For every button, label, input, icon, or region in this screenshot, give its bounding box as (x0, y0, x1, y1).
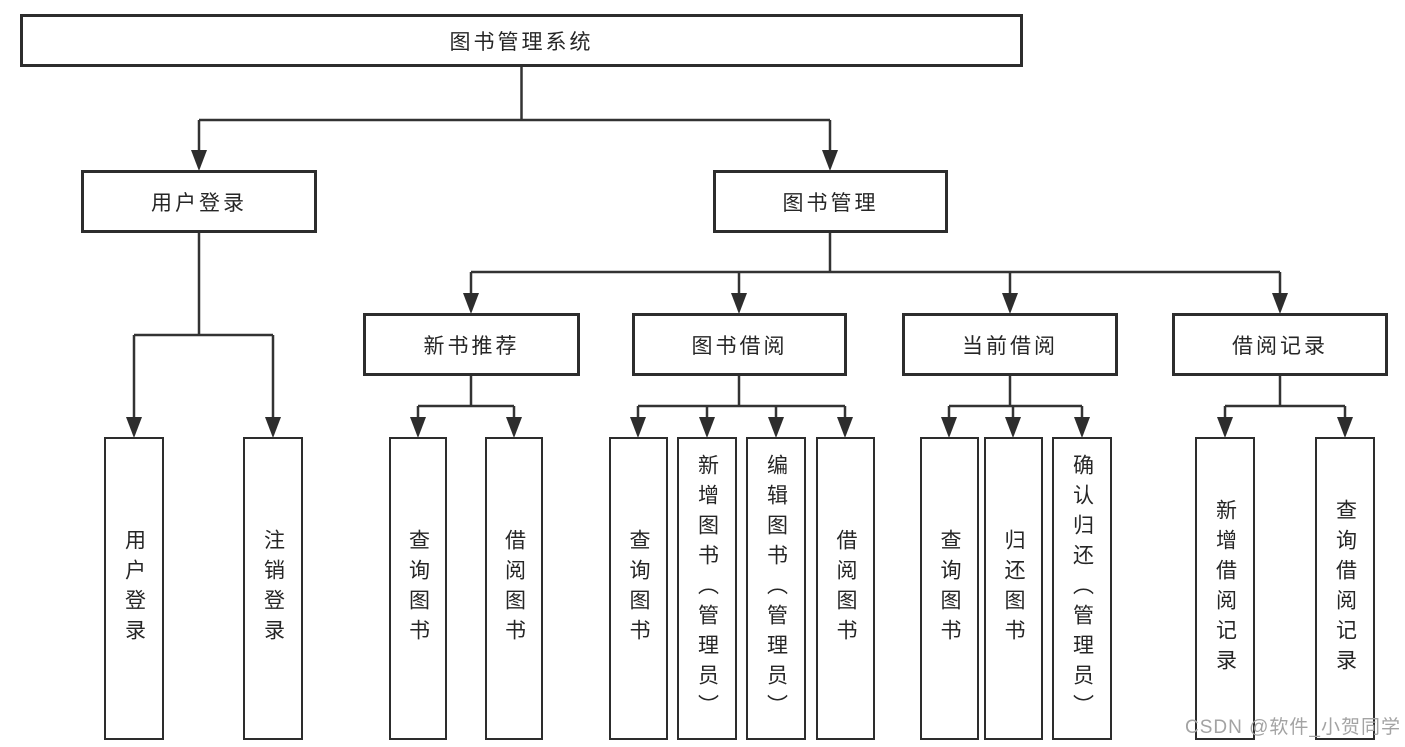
node-label: 新增借阅记录 (1213, 498, 1237, 679)
node-label: 查询图书 (938, 528, 961, 649)
leaf-query-book-borrow: 查询图书 (609, 437, 668, 740)
connector-paths (132, 67, 1347, 419)
leaf-return-book: 归还图书 (984, 437, 1043, 740)
node-label: 图书管理 (782, 191, 879, 215)
node-label: 查询图书 (627, 528, 650, 649)
node-user-login: 用户登录 (81, 170, 317, 233)
leaf-add-book-admin: 新增图书（管理员） (677, 437, 737, 740)
node-borrow-records: 借阅记录 (1172, 313, 1388, 376)
node-label: 新书推荐 (423, 334, 520, 358)
node-label: 归还图书 (1002, 528, 1025, 649)
node-label: 查询图书 (406, 528, 430, 649)
node-label: 借阅图书 (834, 528, 857, 649)
leaf-borrow-book-recommend: 借阅图书 (485, 437, 543, 740)
node-book-borrow: 图书借阅 (632, 313, 847, 376)
leaf-borrow-book: 借阅图书 (816, 437, 875, 740)
node-label: 用户登录 (151, 191, 247, 215)
node-label: 用户登录 (122, 528, 146, 649)
node-library-management-system: 图书管理系统 (20, 14, 1023, 67)
arrowheads (126, 150, 1353, 438)
node-label: 注销登录 (261, 528, 285, 649)
node-new-book-recommend: 新书推荐 (363, 313, 580, 376)
leaf-logout-login: 注销登录 (243, 437, 303, 740)
node-label: 编辑图书（管理员） (764, 453, 788, 724)
leaf-edit-book-admin: 编辑图书（管理员） (746, 437, 806, 740)
node-label: 图书借阅 (691, 334, 788, 358)
node-book-management: 图书管理 (713, 170, 948, 233)
node-label: 当前借阅 (962, 334, 1058, 358)
node-label: 查询借阅记录 (1333, 498, 1357, 679)
leaf-query-book-recommend: 查询图书 (389, 437, 447, 740)
leaf-add-borrow-record: 新增借阅记录 (1195, 437, 1255, 740)
node-label: 新增图书（管理员） (695, 453, 719, 724)
leaf-user-login: 用户登录 (104, 437, 164, 740)
node-label: 确认归还（管理员） (1070, 453, 1094, 724)
leaf-query-borrow-record: 查询借阅记录 (1315, 437, 1375, 740)
leaf-query-book-current: 查询图书 (920, 437, 979, 740)
leaf-confirm-return-admin: 确认归还（管理员） (1052, 437, 1112, 740)
csdn-watermark: CSDN @软件_小贺同学 (1185, 717, 1401, 738)
node-label: 图书管理系统 (449, 30, 594, 54)
node-current-borrow: 当前借阅 (902, 313, 1118, 376)
node-label: 借阅记录 (1232, 334, 1328, 358)
node-label: 借阅图书 (502, 528, 526, 649)
